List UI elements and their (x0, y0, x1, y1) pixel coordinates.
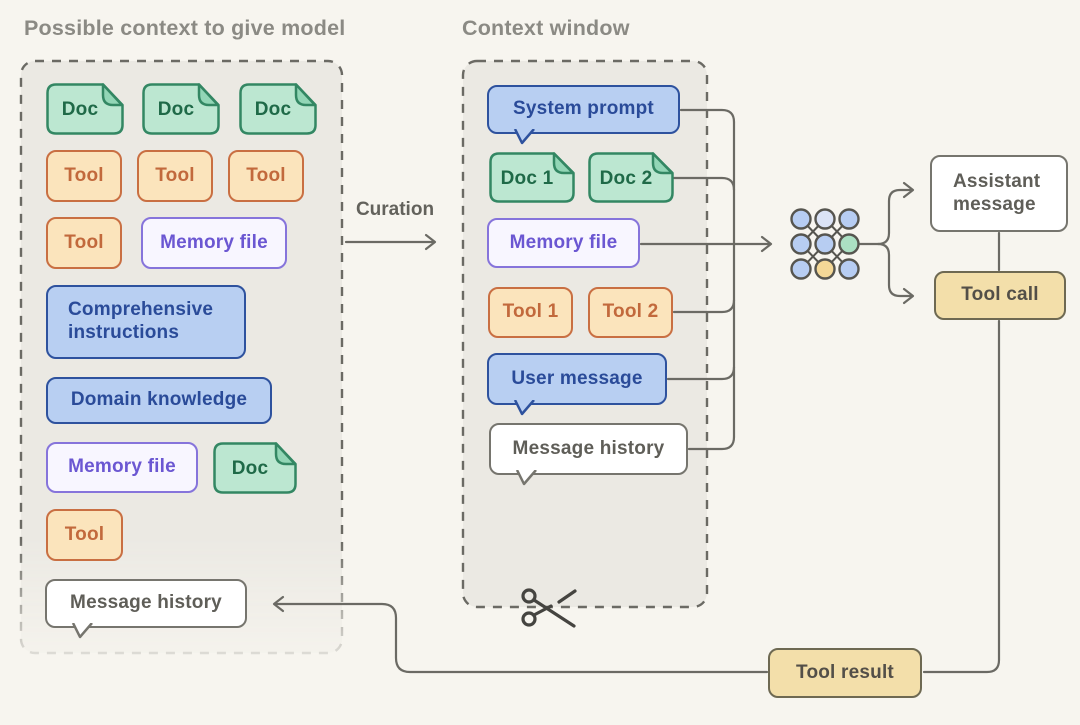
memory-file-label: Memory file (160, 231, 268, 253)
bubble-tail (515, 470, 537, 486)
doc-shape-icon (489, 152, 575, 203)
tool-label: Tool 1 (502, 301, 559, 323)
left-panel-title: Possible context to give model (24, 16, 346, 40)
tool-result-label: Tool result (796, 661, 894, 683)
scissors-icon (521, 588, 577, 628)
doc-shape-icon (239, 83, 317, 135)
doc-label: Doc (231, 458, 269, 479)
assistant-message-label: Assistant message (953, 170, 1041, 215)
tool-label: Tool (246, 164, 286, 186)
message-history-bubble: Message history (45, 579, 247, 639)
doc-item: Doc (46, 83, 124, 135)
tool-label: Tool (64, 164, 104, 186)
context-merge-wires (639, 108, 773, 451)
tool-label: Tool (155, 164, 195, 186)
doc-item: Doc (213, 442, 297, 494)
comprehensive-instructions-label: Comprehensive instructions (68, 299, 214, 343)
system-prompt-label: System prompt (513, 98, 654, 120)
doc-shape-icon (46, 83, 124, 135)
model-output-branches (857, 181, 915, 305)
bubble-tail (513, 400, 535, 416)
doc-label: Doc (157, 99, 195, 120)
neural-network-icon (790, 208, 860, 280)
tool-item: Tool (137, 150, 213, 202)
tool-call-box: Tool call (934, 271, 1066, 320)
comprehensive-instructions-item: Comprehensive instructions (46, 285, 246, 359)
doc-shape-icon (588, 152, 674, 203)
doc-shape-icon (142, 83, 220, 135)
tool-label: Tool (64, 523, 105, 545)
doc-label: Doc (254, 99, 292, 120)
context-window-title: Context window (462, 16, 630, 40)
user-message-bubble: User message (487, 353, 667, 416)
domain-knowledge-label: Domain knowledge (70, 389, 248, 411)
memory-file-item: Memory file (141, 217, 287, 269)
doc-label: Doc 1 (500, 167, 554, 189)
doc-label: Doc (61, 99, 99, 120)
doc-item: Doc 1 (489, 152, 575, 203)
doc-label: Doc 2 (599, 167, 653, 189)
system-prompt-bubble: System prompt (487, 85, 680, 145)
toolresult-feedback-wire (272, 595, 769, 674)
message-history-label: Message history (512, 437, 665, 459)
tool-item: Tool (46, 509, 123, 561)
user-message-label: User message (511, 367, 643, 389)
bubble-tail (71, 623, 93, 639)
doc-shape-icon (213, 442, 297, 494)
tool-item: Tool (228, 150, 304, 202)
tool-item: Tool (46, 217, 122, 269)
curation-arrow (344, 233, 437, 251)
tool-label: Tool 2 (602, 301, 659, 323)
memory-file-item: Memory file (487, 218, 640, 268)
doc-item: Doc 2 (588, 152, 674, 203)
curation-label: Curation (355, 199, 435, 220)
tool-item: Tool (46, 150, 122, 202)
tool-item: Tool 2 (588, 287, 673, 338)
bubble-tail (513, 129, 535, 145)
memory-file-label: Memory file (68, 456, 176, 478)
doc-item: Doc (142, 83, 220, 135)
domain-knowledge-item: Domain knowledge (46, 377, 272, 424)
memory-file-item: Memory file (46, 442, 198, 493)
doc-item: Doc (239, 83, 317, 135)
tool-call-label: Tool call (961, 284, 1039, 306)
message-history-bubble: Message history (489, 423, 688, 486)
tool-label: Tool (64, 231, 104, 253)
assistant-message-box: Assistant message (930, 155, 1068, 232)
message-history-label: Message history (70, 592, 222, 614)
tool-result-box: Tool result (768, 648, 922, 698)
tool-item: Tool 1 (488, 287, 573, 338)
toolcall-toolresult-wire (922, 319, 1001, 674)
memory-file-label: Memory file (509, 231, 618, 253)
